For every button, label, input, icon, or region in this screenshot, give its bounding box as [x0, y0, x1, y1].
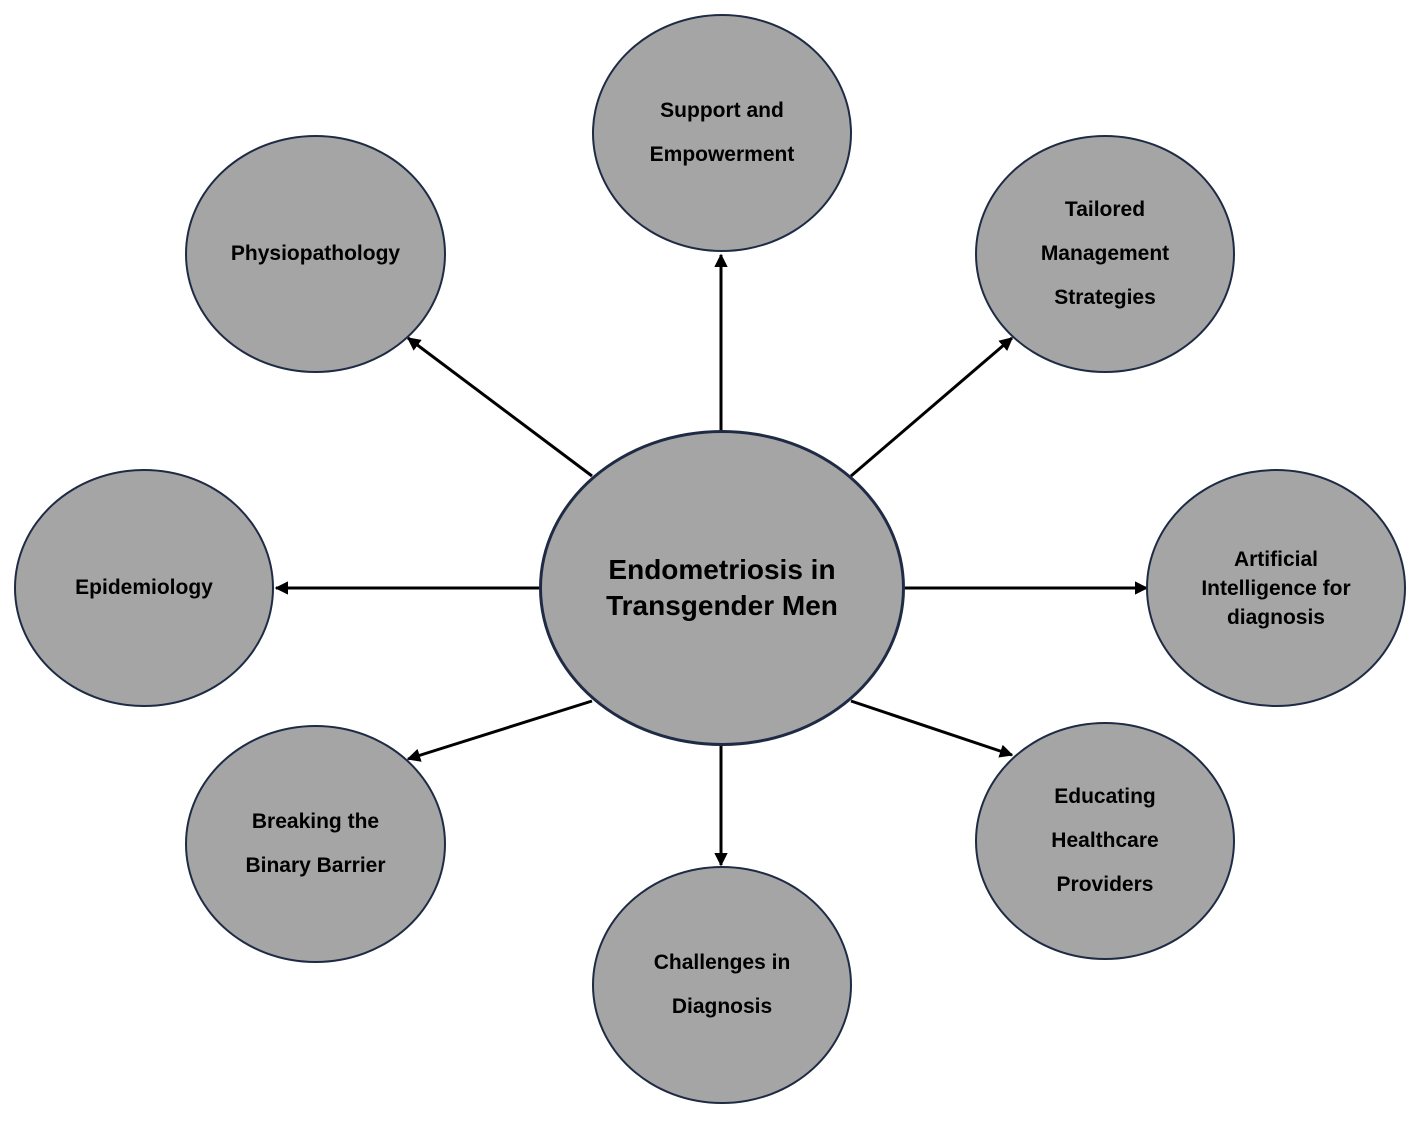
topic-node-challenges: Challenges in Diagnosis: [592, 866, 852, 1104]
topic-label-challenges: Challenges in Diagnosis: [653, 951, 791, 1018]
topic-label-support: Support and Empowerment: [649, 99, 795, 166]
topic-label-educating: Educating Healthcare Providers: [1051, 785, 1159, 896]
central-topic-node: Endometriosis in Transgender Men: [539, 430, 905, 746]
topic-node-support: Support and Empowerment: [592, 14, 852, 252]
topic-node-epidemiology: Epidemiology: [14, 469, 274, 707]
central-topic-label: Endometriosis in Transgender Men: [606, 554, 838, 621]
topic-label-tailored: Tailored Management Strategies: [1040, 198, 1170, 309]
topic-node-ai: Artificial Intelligence for diagnosis: [1146, 469, 1406, 707]
topic-node-educating: Educating Healthcare Providers: [975, 722, 1235, 960]
topic-label-epidemiology: Epidemiology: [75, 576, 213, 599]
arrow-to-physiopathology: [406, 336, 593, 478]
arrow-to-educating: [850, 699, 1014, 758]
arrow-to-tailored: [850, 336, 1014, 478]
topic-node-breaking: Breaking the Binary Barrier: [185, 725, 446, 963]
arrow-to-breaking: [406, 699, 593, 762]
topic-node-physiopathology: Physiopathology: [185, 135, 446, 373]
topic-node-tailored: Tailored Management Strategies: [975, 135, 1235, 373]
topic-label-ai: Artificial Intelligence for diagnosis: [1201, 547, 1351, 629]
topic-label-physiopathology: Physiopathology: [230, 242, 401, 265]
topic-label-breaking: Breaking the Binary Barrier: [245, 810, 386, 877]
